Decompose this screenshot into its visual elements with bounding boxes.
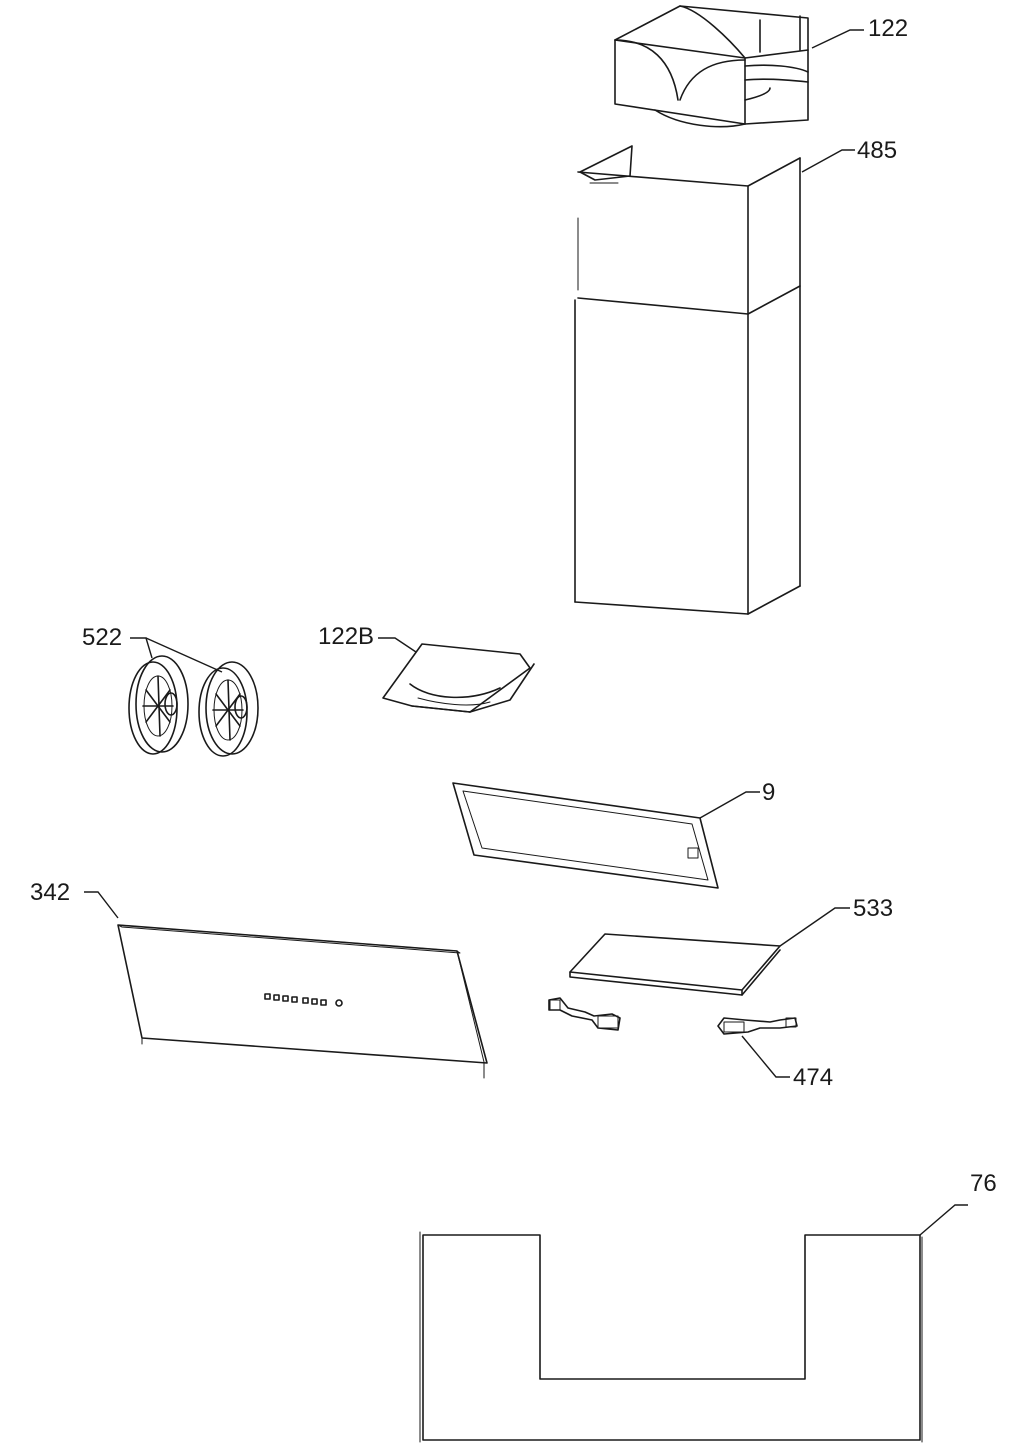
mounting-template (419, 1231, 923, 1443)
callout-533: 533 (853, 895, 893, 922)
callout-342: 342 (30, 879, 70, 906)
callout-122b: 122B (318, 623, 374, 650)
grease-filter (452, 782, 719, 889)
leader-lines (84, 29, 968, 1236)
carbon-filter-pair (128, 655, 259, 757)
filter-frame (569, 933, 781, 996)
callout-474: 474 (793, 1064, 833, 1091)
callout-522: 522 (82, 624, 122, 651)
chimney-cover (574, 145, 801, 615)
callout-485: 485 (857, 137, 897, 164)
callout-122: 122 (868, 15, 908, 42)
glass-front-panel (117, 924, 488, 1079)
motor-blower-unit (614, 5, 809, 128)
callout-9: 9 (762, 779, 775, 806)
mounting-brackets (548, 997, 798, 1035)
callout-76: 76 (970, 1170, 997, 1197)
recirculation-deflector (382, 643, 535, 713)
